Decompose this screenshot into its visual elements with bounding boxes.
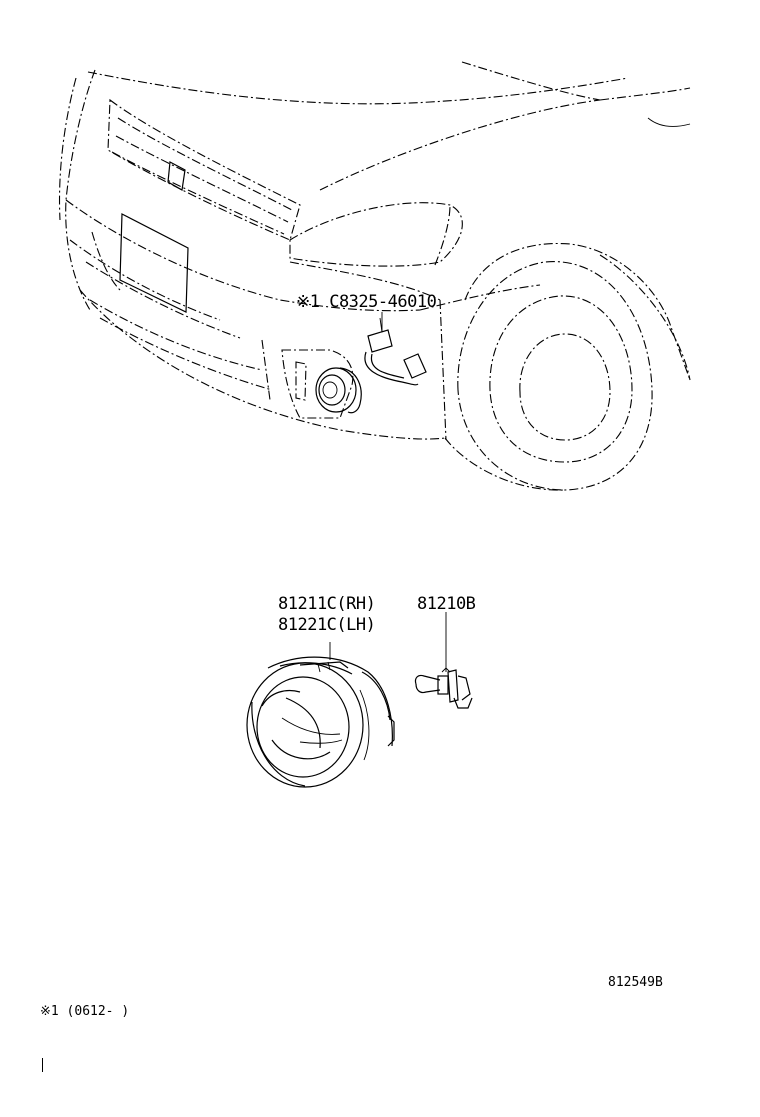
- car-body-outline: [58, 61, 691, 491]
- harness-part-label: ※1 C8325-46010: [296, 292, 437, 312]
- fog-lamp-installed: [315, 367, 362, 414]
- fog-lamp-lh-part-label: 81221C(LH): [278, 615, 376, 635]
- bulb-part-label: 81210B: [417, 594, 476, 614]
- fog-bulb: [414, 612, 473, 709]
- figure-id-label: 812549B: [608, 975, 663, 990]
- margin-tick-mark: [42, 1058, 43, 1072]
- wiring-harness: [364, 317, 427, 386]
- fog-lamp-assembly: [246, 642, 395, 788]
- fog-lamp-rh-part-label: 81211C(RH): [278, 594, 376, 614]
- footnote-label: ※1 (0612- ): [40, 1004, 130, 1019]
